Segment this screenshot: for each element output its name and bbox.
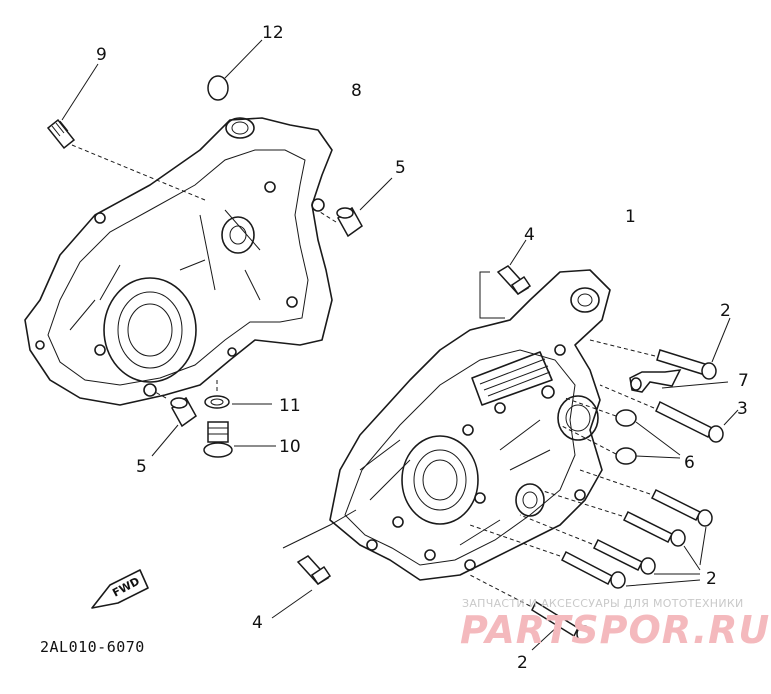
- callout-4-lower: 4: [252, 613, 263, 633]
- callout-2-lower: 2: [706, 569, 717, 589]
- callout-5-upper: 5: [395, 158, 406, 178]
- callout-2-upper: 2: [720, 301, 731, 321]
- diagram-code: 2AL010-6070: [40, 638, 145, 656]
- right-crankcase-half: [329, 269, 611, 581]
- callout-12: 12: [262, 23, 284, 43]
- callout-1: 1: [625, 207, 636, 227]
- watermark-tagline: ЗАПЧАСТИ И АКСЕССУАРЫ ДЛЯ МОТОТЕХНИКИ: [462, 597, 744, 610]
- part-2-bolt-bottom: [469, 574, 592, 651]
- callout-10: 10: [279, 437, 301, 457]
- part-12-cap: [207, 39, 263, 101]
- callout-3: 3: [737, 399, 748, 419]
- part-2-bolt-upper: [589, 317, 731, 380]
- callout-6: 6: [684, 453, 695, 473]
- fwd-arrow: FWD: [91, 569, 149, 609]
- part-4-bolt-upper: [479, 239, 532, 319]
- callout-7: 7: [738, 371, 749, 391]
- part-3-bolt: [599, 384, 739, 443]
- watermark-logo: PARTSPOR.RU: [460, 608, 771, 652]
- callout-9: 9: [96, 45, 107, 65]
- callout-8: 8: [351, 81, 362, 101]
- part-11-washer: [204, 380, 272, 409]
- callout-4-upper: 4: [524, 225, 535, 245]
- callout-5-lower: 5: [136, 457, 147, 477]
- part-5-dowel-upper: [319, 177, 393, 238]
- part-5-dowel-lower: [151, 391, 197, 457]
- left-crankcase-half: [24, 117, 333, 406]
- part-7-bracket: [629, 369, 729, 393]
- callout-11: 11: [279, 396, 301, 416]
- part-2-bolts-lower: [469, 469, 713, 589]
- part-9-fitting: [46, 63, 206, 201]
- part-4-bolt-lower: [271, 509, 357, 619]
- callout-2-bottom: 2: [517, 653, 528, 673]
- part-10-drain-plug: [203, 421, 276, 458]
- part-6-dowels: [559, 397, 681, 465]
